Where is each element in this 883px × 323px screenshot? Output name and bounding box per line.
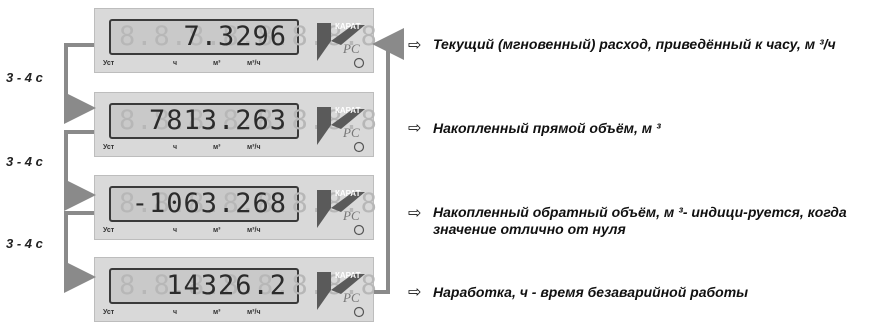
karat-logo: КАРАТ РС — [317, 106, 365, 153]
logo-brand: КАРАТ — [335, 22, 361, 31]
logo-brand: КАРАТ — [335, 189, 361, 198]
arrow-right-icon: ⇨ — [408, 284, 422, 301]
lcd-value: 14326.2 — [166, 270, 287, 301]
lcd-screen: 8.8.8.8.8.8.8.8 7.3296 — [109, 19, 377, 55]
unit-h: ч — [173, 144, 178, 151]
display-panel-4: 8.8.8.8.8.8.8.8 14326.2 Уст ч м³ м³/ч КА… — [94, 257, 377, 322]
interval-label-2: 3 - 4 с — [6, 154, 43, 169]
arrow-right-icon: ⇨ — [408, 120, 422, 137]
lcd-value: 7813.263 — [148, 105, 287, 136]
unit-labels: Уст ч м³ м³/ч — [95, 144, 315, 156]
interval-label-1: 3 - 4 с — [6, 70, 43, 85]
unit-h: ч — [173, 227, 178, 234]
karat-logo: КАРАТ РС — [317, 271, 365, 318]
logo-brand: КАРАТ — [335, 271, 361, 280]
unit-ust: Уст — [103, 309, 115, 316]
lcd-value: 7.3296 — [183, 21, 287, 52]
logo-model: РС — [342, 290, 360, 305]
description-forward-volume: Накопленный прямой объём, м ³ — [433, 120, 661, 136]
unit-h: ч — [173, 309, 178, 316]
lcd-value: -1063.268 — [131, 188, 287, 219]
lcd-screen: 8.8.8.8.8.8.8.8 -1063.268 — [109, 186, 377, 222]
interval-label-3: 3 - 4 с — [6, 236, 43, 251]
logo-model: РС — [342, 41, 360, 56]
logo-brand: КАРАТ — [335, 106, 361, 115]
lcd-ghost-segments: 8.8.8.8.8.8.8.8 — [119, 188, 378, 219]
lcd-screen: 8.8.8.8.8.8.8.8 7813.263 — [109, 103, 377, 139]
unit-m3h: м³/ч — [247, 227, 261, 234]
unit-ust: Уст — [103, 60, 115, 67]
unit-m3h: м³/ч — [247, 60, 261, 67]
lcd-ghost-segments: 8.8.8.8.8.8.8.8 — [119, 105, 378, 136]
logo-model: РС — [342, 208, 360, 223]
karat-logo: КАРАТ РС — [317, 22, 365, 69]
lcd-ghost-segments: 8.8.8.8.8.8.8.8 — [119, 21, 378, 52]
arrow-right-icon: ⇨ — [408, 205, 422, 222]
unit-h: ч — [173, 60, 178, 67]
karat-logo: КАРАТ РС — [317, 189, 365, 236]
unit-m3h: м³/ч — [247, 144, 261, 151]
arrow-right-icon: ⇨ — [408, 37, 422, 54]
display-panel-2: 8.8.8.8.8.8.8.8 7813.263 Уст ч м³ м³/ч К… — [94, 92, 377, 157]
description-flow-rate: Текущий (мгновенный) расход, приведённый… — [433, 36, 836, 52]
lcd-ghost-segments: 8.8.8.8.8.8.8.8 — [119, 270, 378, 301]
unit-labels: Уст ч м³ м³/ч — [95, 309, 315, 321]
display-panel-3: 8.8.8.8.8.8.8.8 -1063.268 Уст ч м³ м³/ч … — [94, 175, 377, 240]
unit-ust: Уст — [103, 144, 115, 151]
logo-model: РС — [342, 125, 360, 140]
unit-m3: м³ — [213, 60, 221, 67]
unit-labels: Уст ч м³ м³/ч — [95, 60, 315, 72]
unit-m3: м³ — [213, 227, 221, 234]
unit-m3: м³ — [213, 144, 221, 151]
description-operating-time: Наработка, ч - время безаварийной работы — [433, 284, 749, 300]
unit-labels: Уст ч м³ м³/ч — [95, 227, 315, 239]
unit-m3h: м³/ч — [247, 309, 261, 316]
display-panel-1: 8.8.8.8.8.8.8.8 7.3296 Уст ч м³ м³/ч КАР… — [94, 8, 377, 73]
lcd-screen: 8.8.8.8.8.8.8.8 14326.2 — [109, 268, 377, 304]
description-reverse-volume: Накопленный обратный объём, м ³- индици-… — [433, 204, 847, 237]
unit-m3: м³ — [213, 309, 221, 316]
unit-ust: Уст — [103, 227, 115, 234]
